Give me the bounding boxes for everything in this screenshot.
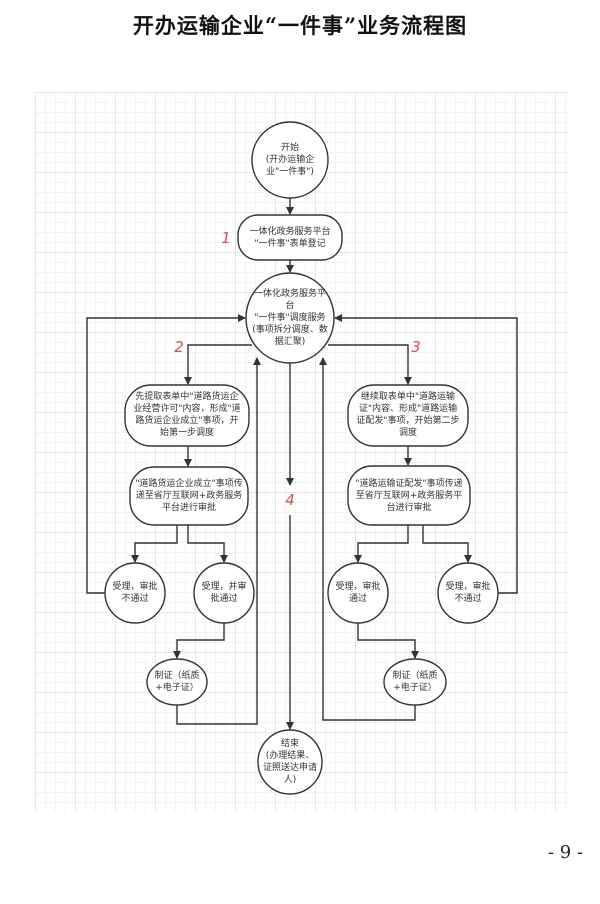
page-title: 开办运输企业“一件事”业务流程图 <box>132 13 468 38</box>
step-label-2: 2 <box>174 338 184 356</box>
right-approve-node <box>347 465 471 526</box>
step-label-1: 1 <box>221 229 231 247</box>
dispatch-label: 一体化政务服务平台 "一件事"调度服务 (事项拆分调度、数据汇聚) <box>252 289 328 347</box>
left-extract-label: 先提取表单中"道路货运企业经营许可"内容，形成"道路货运企业成立"事项，开始第一… <box>133 392 241 438</box>
diagram-grid-background <box>35 92 568 812</box>
end-node <box>257 729 323 795</box>
end-label: 结束 (办理结果、证照送达申请人) <box>263 739 318 785</box>
step-label-3: 3 <box>411 338 421 356</box>
right-reject-label: 受理，审批不通过 <box>445 582 491 604</box>
right-approve-label: "道路运输证配发"事项传递至省厅互联网+政务服务平台进行审批 <box>355 479 463 513</box>
step-label-4: 4 <box>285 491 295 509</box>
connectors <box>86 198 518 730</box>
page-number: - 9 - <box>548 842 584 863</box>
right-extract-label: 继续取表单中"道路运输证"内容、形成"道路运输证配发"事项，开始第二步调度 <box>356 392 460 438</box>
register-label: 一体化政务服务平台 "一件事"表单登记 <box>249 227 331 249</box>
start-label: 开始 (开办运输企业"一件事") <box>265 143 315 177</box>
right-pass-label: 受理，审批通过 <box>335 582 381 604</box>
left-cert-label: 制证（纸质+电子证） <box>154 671 200 693</box>
left-approve-label: "道路货运企业成立"事项传递至省厅互联网+政务服务平台进行审批 <box>135 479 243 513</box>
left-reject-label: 受理，审批不通过 <box>112 582 158 604</box>
left-approve-node <box>129 466 249 526</box>
left-extract-node <box>124 384 250 447</box>
left-pass-label: 受理，并审批通过 <box>201 582 247 604</box>
right-cert-label: 制证（纸质+电子证） <box>392 671 438 693</box>
